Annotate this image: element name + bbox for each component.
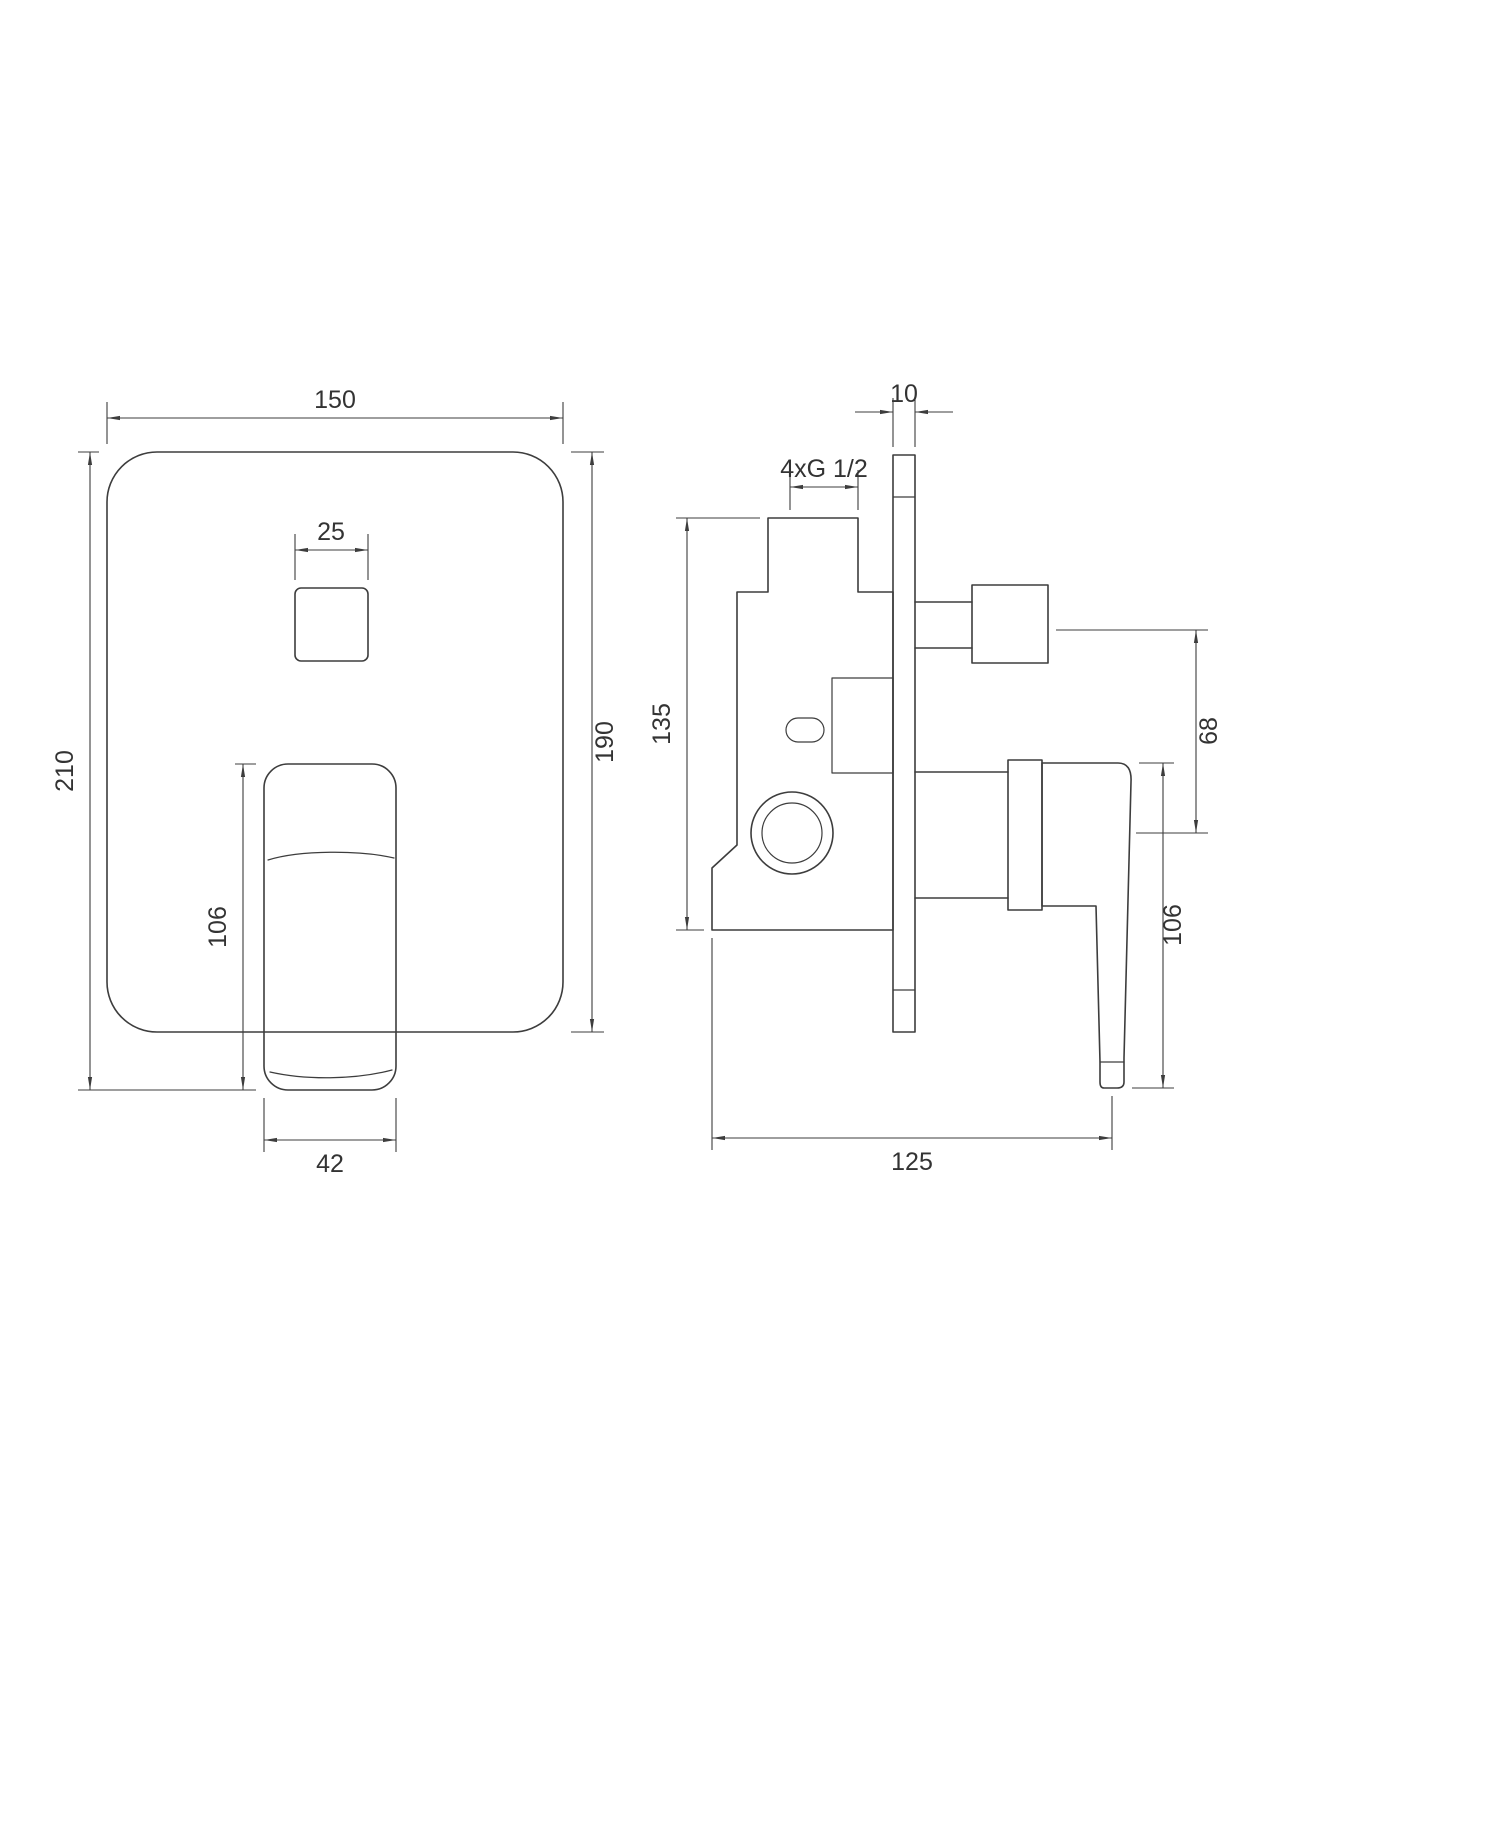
dim-side-depth: 125: [711, 938, 1113, 1176]
dim-front-button: 25: [294, 518, 369, 580]
front-view: 150 210 190 25 106 4: [51, 386, 619, 1178]
dim-front-handle-width: 42: [263, 1098, 397, 1178]
side-plate-profile: [892, 454, 916, 1033]
dim-front-plate-height-label: 190: [591, 721, 619, 763]
dim-side-plate-thickness: 10: [855, 380, 953, 447]
side-outlet-block: [971, 584, 1049, 664]
dim-side-outlet-offset: 68: [1056, 629, 1223, 834]
dim-side-plate-thickness-label: 10: [890, 380, 918, 408]
side-inlet-port-outer-circle: [750, 791, 834, 875]
side-cartridge-cap: [1007, 759, 1043, 911]
dim-front-width-label: 150: [314, 386, 356, 414]
dim-front-handle-length: 106: [204, 763, 256, 1090]
front-handle-top-seam: [267, 851, 395, 861]
side-view: 10 4xG 1/2 135 68 106: [648, 380, 1223, 1176]
dim-front-button-label: 25: [317, 518, 345, 546]
dim-front-total-height: 210: [51, 451, 256, 1091]
front-plate-outline: [106, 451, 564, 1033]
dim-side-body-height: 135: [648, 517, 760, 931]
dim-front-total-height-label: 210: [51, 750, 79, 792]
side-valve-body: [711, 517, 894, 931]
dim-front-handle-length-label: 106: [204, 906, 232, 948]
dim-side-handle-length: 106: [1132, 762, 1187, 1089]
side-outlet-pipe: [914, 601, 973, 649]
dim-side-depth-label: 125: [891, 1148, 933, 1176]
dim-front-handle-width-label: 42: [316, 1150, 344, 1178]
side-lever-handle: [1041, 762, 1132, 1089]
side-body-slot: [785, 717, 825, 743]
dim-front-width: 150: [106, 386, 564, 444]
front-lever-handle: [263, 763, 397, 1091]
front-handle-bottom-seam: [269, 1069, 393, 1079]
dim-front-plate-height: 190: [571, 451, 619, 1033]
side-body-block: [831, 677, 894, 774]
dim-side-thread: 4xG 1/2: [780, 455, 868, 510]
dim-side-outlet-offset-label: 68: [1195, 717, 1223, 745]
dim-side-body-height-label: 135: [648, 703, 676, 745]
side-inlet-port-inner-circle: [761, 802, 823, 864]
side-plate-clip-marks: [892, 496, 916, 991]
dim-side-thread-label: 4xG 1/2: [780, 455, 868, 483]
front-function-button: [294, 587, 369, 662]
side-cartridge-sleeve: [914, 771, 1009, 899]
dim-side-handle-length-label: 106: [1159, 904, 1187, 946]
